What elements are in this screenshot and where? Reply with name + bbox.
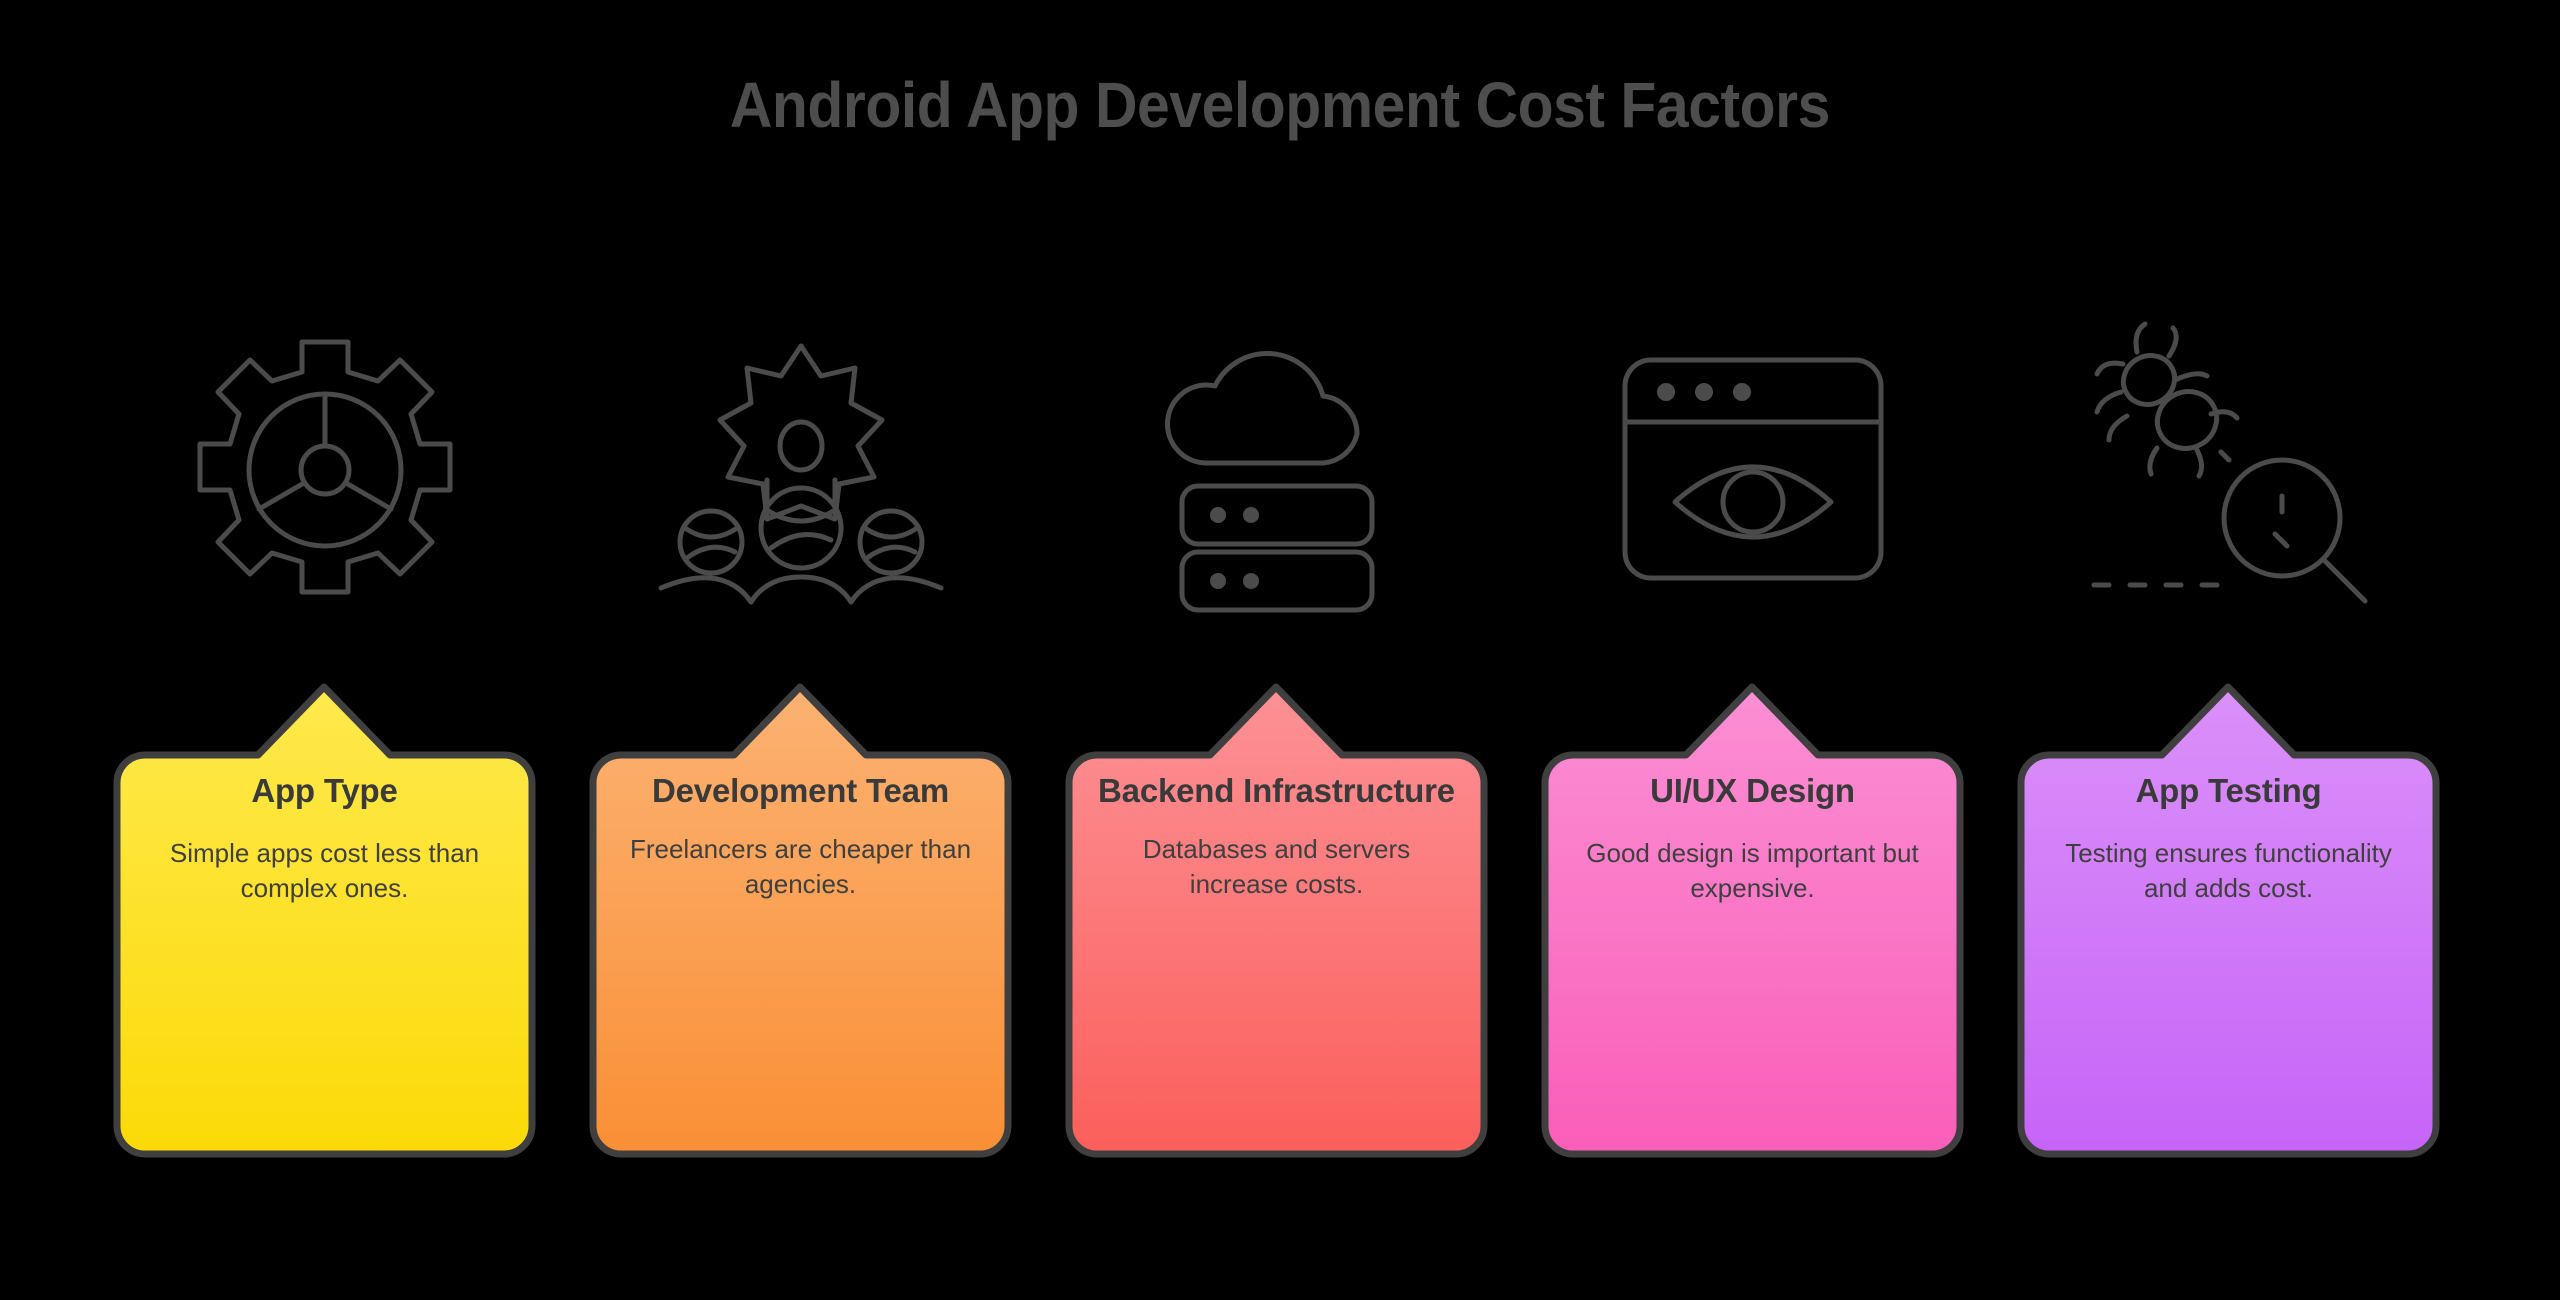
card-title: App Testing xyxy=(2135,772,2322,809)
cost-factor-column-development-team: Development Team Freelancers are cheaper… xyxy=(589,300,1012,1170)
bug-magnifier-icon xyxy=(2079,320,2379,620)
cloud-server-icon xyxy=(1127,320,1427,620)
cost-factor-card-development-team[interactable]: Development Team Freelancers are cheaper… xyxy=(589,683,1012,1158)
card-shape xyxy=(113,683,536,1158)
cost-factor-column-app-testing: App Testing Testing ensures functionalit… xyxy=(2017,300,2440,1170)
card-description: Databases and servers increase costs. xyxy=(1142,833,1411,900)
card-title: App Type xyxy=(251,772,398,809)
card-shape xyxy=(589,683,1012,1158)
gear-wheel-icon xyxy=(175,320,475,620)
cost-factor-column-backend-infrastructure: Backend Infrastructure Databases and ser… xyxy=(1065,300,1488,1170)
cost-factor-card-app-testing[interactable]: App Testing Testing ensures functionalit… xyxy=(2017,683,2440,1158)
card-description: Simple apps cost less than complex ones. xyxy=(169,837,480,904)
card-description: Testing ensures functionality and adds c… xyxy=(2065,837,2392,904)
card-description: Good design is important but expensive. xyxy=(1586,837,1919,904)
cost-factor-column-ui-ux-design: UI/UX Design Good design is important bu… xyxy=(1541,300,1964,1170)
card-content: Development Team Freelancers are cheaper… xyxy=(589,745,1012,1158)
header: Android App Development Cost Factors xyxy=(0,0,2560,210)
card-shape xyxy=(1541,683,1964,1158)
cost-factor-card-app-type[interactable]: App Type Simple apps cost less than comp… xyxy=(113,683,536,1158)
card-title: Backend Infrastructure xyxy=(1098,772,1455,809)
cost-factor-card-backend-infrastructure[interactable]: Backend Infrastructure Databases and ser… xyxy=(1065,683,1488,1158)
cost-factor-columns: App Type Simple apps cost less than comp… xyxy=(113,300,2440,1170)
card-content: App Testing Testing ensures functionalit… xyxy=(2017,745,2440,1158)
cost-factor-card-ui-ux-design[interactable]: UI/UX Design Good design is important bu… xyxy=(1541,683,1964,1158)
browser-eye-icon xyxy=(1603,320,1903,620)
card-content: Backend Infrastructure Databases and ser… xyxy=(1065,745,1488,1158)
card-content: UI/UX Design Good design is important bu… xyxy=(1541,745,1964,1158)
team-settings-icon xyxy=(651,320,951,620)
card-description: Freelancers are cheaper than agencies. xyxy=(629,833,972,900)
card-title: UI/UX Design xyxy=(1650,772,1855,809)
card-content: App Type Simple apps cost less than comp… xyxy=(113,745,536,1158)
page-title: Android App Development Cost Factors xyxy=(729,69,1831,141)
card-shape xyxy=(2017,683,2440,1158)
card-title: Development Team xyxy=(652,772,949,809)
cost-factor-column-app-type: App Type Simple apps cost less than comp… xyxy=(113,300,536,1170)
card-shape xyxy=(1065,683,1488,1158)
